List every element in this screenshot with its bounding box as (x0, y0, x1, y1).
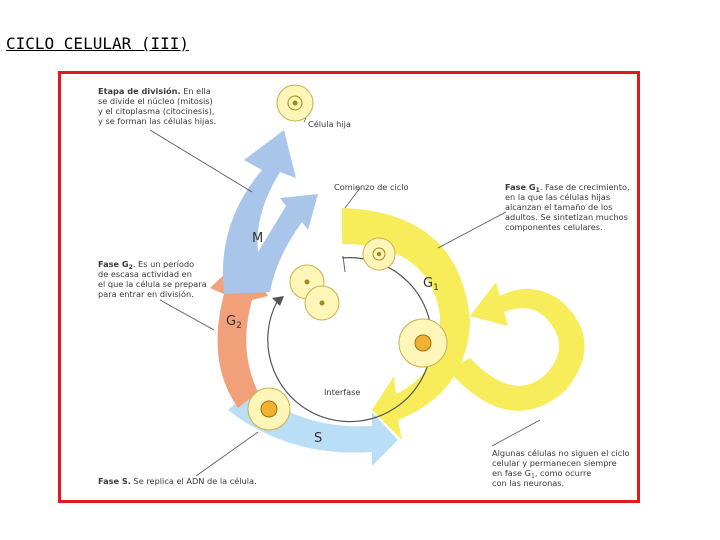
interfase-arrowhead (272, 296, 284, 306)
daughter-cell (276, 84, 314, 122)
interfase-arrow (267, 257, 433, 423)
phase-g1-label: G1 (423, 276, 439, 293)
phase-m-label: M (252, 231, 263, 246)
cycle-start-label: Comienzo de ciclo (334, 182, 409, 192)
g1-small-cell (362, 237, 396, 271)
s-phase-cell (247, 387, 291, 431)
g0-description: Algunas células no siguen el ciclo celul… (492, 448, 632, 488)
g1-pointer (437, 211, 507, 249)
phase-g2-label: G2 (226, 314, 242, 331)
g2-description: Fase G2. Es un período de escasa activid… (98, 259, 209, 299)
phase-s-label: S (314, 431, 322, 446)
s-description: Fase S. Se replica el ADN de la célula. (98, 476, 257, 486)
g1-large-cell (398, 318, 448, 368)
dividing-cell (289, 264, 340, 321)
s-pointer (195, 431, 259, 477)
g2-pointer (159, 299, 215, 331)
cycle-tick (342, 255, 346, 273)
division-pointer (149, 129, 253, 193)
interfase-label: Interfase (324, 387, 360, 397)
g0-pointer (491, 419, 541, 447)
start-pointer (344, 187, 361, 209)
g1-phase-arrow (342, 208, 470, 440)
g2-phase-arrow (210, 256, 268, 408)
slide-title: CICLO CELULAR (III) (6, 34, 190, 53)
g1-description: Fase G1. Fase de crecimiento, en la que … (505, 182, 632, 232)
daughter-pointer (303, 117, 307, 123)
g0-loop-arrow (448, 282, 585, 411)
division-label: Etapa de división. En ella se divide el … (98, 86, 217, 126)
m-phase-arrow (222, 130, 318, 294)
daughter-cell-label: Célula hija (308, 119, 351, 129)
